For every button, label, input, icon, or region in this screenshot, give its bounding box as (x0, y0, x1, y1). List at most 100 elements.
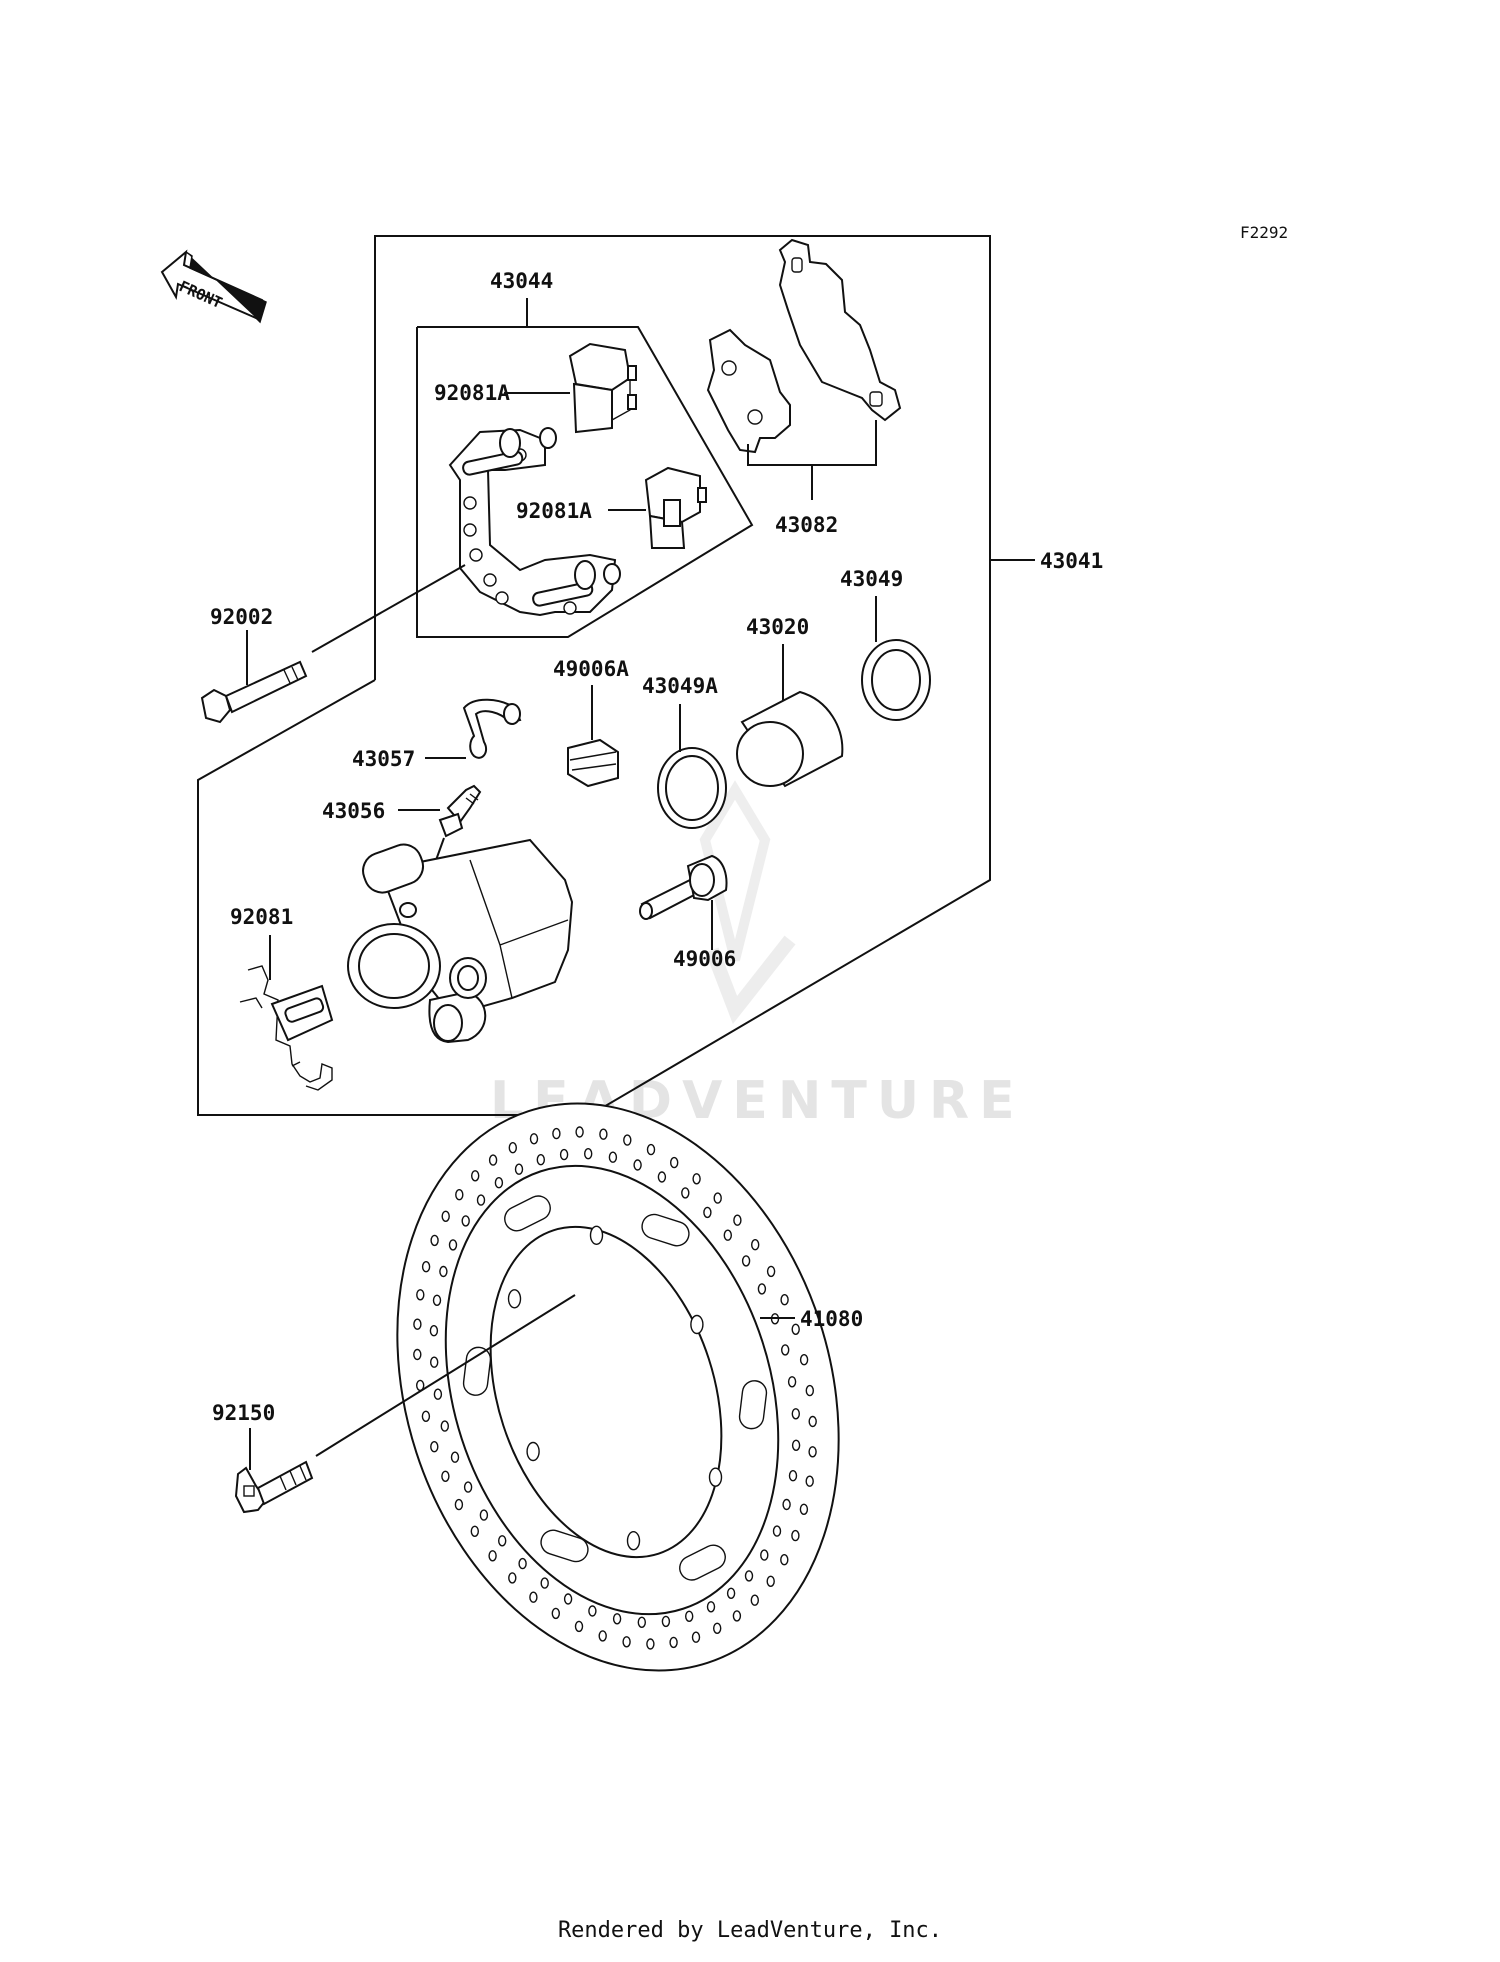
drill-hole (432, 1294, 442, 1307)
drill-hole (421, 1260, 431, 1273)
drill-hole (726, 1587, 736, 1600)
drill-hole (470, 1525, 479, 1538)
disc-bolt (234, 1460, 314, 1514)
pad-bush-lower (644, 466, 707, 549)
drill-hole (488, 1550, 497, 1562)
drill-hole (540, 1577, 549, 1589)
disc-cutout (504, 1195, 551, 1232)
watermark-logo (699, 780, 796, 1025)
rubber-cap (567, 738, 619, 788)
callout-43057: 43057 (352, 747, 415, 771)
drill-hole (552, 1127, 561, 1140)
callout-92081A-lower: 92081A (516, 499, 592, 523)
callout-43049: 43049 (840, 567, 903, 591)
drill-hole (805, 1384, 814, 1397)
caliper-assy-boundary (197, 235, 991, 1116)
drill-hole (670, 1156, 679, 1169)
drill-hole (791, 1323, 800, 1336)
drill-hole (430, 1356, 439, 1368)
mounting-hole (526, 1441, 540, 1462)
callout-43044: 43044 (490, 269, 553, 293)
drill-hole (750, 1594, 759, 1606)
drill-hole (685, 1610, 694, 1623)
callout-92081: 92081 (230, 905, 293, 929)
drill-hole (757, 1283, 767, 1295)
disc-cutout (540, 1529, 589, 1563)
drill-hole (514, 1163, 524, 1175)
drill-hole (805, 1475, 814, 1487)
caliper-piston (736, 690, 844, 788)
callout-43082: 43082 (775, 513, 838, 537)
drill-hole (413, 1348, 422, 1361)
drill-hole (791, 1439, 801, 1452)
drill-hole (441, 1470, 450, 1483)
disc-cutout (679, 1544, 726, 1581)
drill-hole (646, 1143, 656, 1156)
drill-hole (508, 1141, 517, 1154)
drill-hole (751, 1238, 760, 1251)
drill-hole (433, 1388, 443, 1400)
drill-hole (713, 1192, 722, 1204)
drill-hole (461, 1215, 470, 1227)
drill-hole (529, 1591, 538, 1603)
drill-hole (791, 1408, 800, 1420)
disc-drill-holes (413, 1126, 817, 1650)
drill-hole (450, 1451, 460, 1463)
drill-hole (575, 1126, 584, 1138)
drill-hole (808, 1446, 817, 1458)
drill-hole (799, 1503, 809, 1516)
disc-cutouts (462, 1195, 768, 1581)
drill-hole (598, 1630, 607, 1642)
drill-hole (622, 1636, 631, 1648)
drill-hole (744, 1570, 754, 1582)
drill-hole (646, 1638, 655, 1650)
caliper-bolt (200, 660, 308, 724)
callout-43041: 43041 (1040, 549, 1103, 573)
pad-spring (239, 965, 334, 1091)
drill-hole (498, 1535, 507, 1547)
drill-hole (479, 1509, 489, 1521)
drill-hole (623, 1134, 632, 1146)
callout-49006A: 49006A (553, 657, 629, 681)
drill-hole (691, 1631, 701, 1643)
pin-boot (462, 698, 522, 759)
drill-hole (799, 1353, 809, 1366)
drill-hole (454, 1498, 464, 1511)
callout-43056: 43056 (322, 799, 385, 823)
drill-hole (588, 1605, 597, 1617)
drill-hole (536, 1153, 545, 1166)
drill-hole (529, 1133, 539, 1145)
drill-hole (732, 1610, 742, 1622)
drill-hole (429, 1324, 439, 1337)
drill-hole (608, 1151, 618, 1163)
drill-hole (471, 1170, 480, 1182)
drill-hole (741, 1255, 751, 1267)
drill-hole (416, 1289, 425, 1301)
drill-hole (455, 1188, 464, 1201)
dust-seal (861, 639, 931, 721)
callout-92150: 92150 (212, 1401, 275, 1425)
drill-hole (766, 1265, 776, 1278)
brake-pad-front (706, 328, 791, 454)
pad-bush-upper (568, 342, 637, 434)
piston-seal (657, 747, 727, 829)
drill-hole (476, 1194, 486, 1206)
mounting-hole (507, 1289, 522, 1309)
drill-hole (494, 1176, 504, 1189)
front-direction-arrow: FRONT (160, 249, 267, 324)
bracket-assy-boundary (416, 326, 754, 638)
drill-hole (713, 1622, 722, 1635)
drill-hole (780, 1553, 789, 1566)
drill-hole (488, 1154, 498, 1166)
footer-credit: Rendered by LeadVenture, Inc. (557, 1918, 943, 1943)
drill-hole (584, 1147, 593, 1160)
drill-hole (599, 1128, 608, 1140)
drill-hole (574, 1620, 584, 1633)
drill-hole (440, 1420, 449, 1432)
callout-49006: 49006 (673, 947, 736, 971)
callout-41080: 41080 (800, 1307, 863, 1331)
brake-pad-rear (778, 238, 902, 422)
drill-hole (508, 1572, 517, 1584)
slide-pin (639, 854, 728, 920)
